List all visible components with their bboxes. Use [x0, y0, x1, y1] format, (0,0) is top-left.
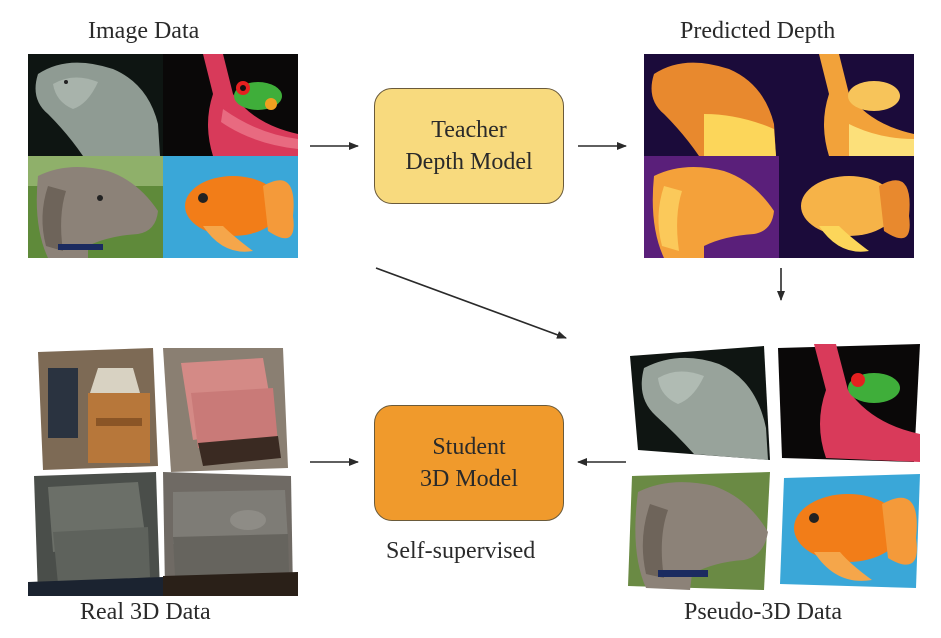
arrow-image-to-pseudo3d	[375, 267, 567, 339]
weimaraner-dog-image	[28, 156, 163, 258]
teacher-label-line1: Teacher	[431, 117, 507, 143]
gray-armchair-scan	[28, 472, 163, 596]
real-3d-data-label: Real 3D Data	[80, 599, 211, 625]
student-label-line1: Student	[432, 434, 506, 460]
pseudo-3d-data-label: Pseudo-3D Data	[684, 599, 842, 625]
teacher-label-line2: Depth Model	[405, 149, 533, 175]
pseudo-3d-data-grid	[624, 342, 924, 594]
predicted-depth-grid	[644, 54, 914, 258]
room-cabinet-scan	[28, 348, 163, 472]
goldfish-image	[163, 156, 298, 258]
student-label-line2: 3D Model	[420, 466, 518, 492]
pink-armchair-scan	[163, 348, 298, 472]
tree-frog-image	[163, 54, 298, 156]
image-data-label: Image Data	[88, 18, 200, 44]
manatee-depth-map	[644, 54, 779, 156]
student-3d-model-box: Student 3D Model	[374, 405, 564, 521]
goldfish-pseudo-3d	[774, 468, 924, 594]
self-supervised-label: Self-supervised	[386, 538, 536, 564]
tree-frog-pseudo-3d	[774, 342, 924, 468]
manatee-image	[28, 54, 163, 156]
goldfish-depth-map	[779, 156, 914, 258]
image-data-grid	[28, 54, 298, 258]
predicted-depth-label: Predicted Depth	[680, 18, 836, 44]
tree-frog-depth-map	[779, 54, 914, 156]
real-3d-data-grid	[28, 348, 298, 596]
manatee-pseudo-3d	[624, 342, 774, 468]
dog-depth-map	[644, 156, 779, 258]
dog-pseudo-3d	[624, 468, 774, 594]
gray-sofa-scan	[163, 472, 298, 596]
teacher-depth-model-box: Teacher Depth Model	[374, 88, 564, 204]
